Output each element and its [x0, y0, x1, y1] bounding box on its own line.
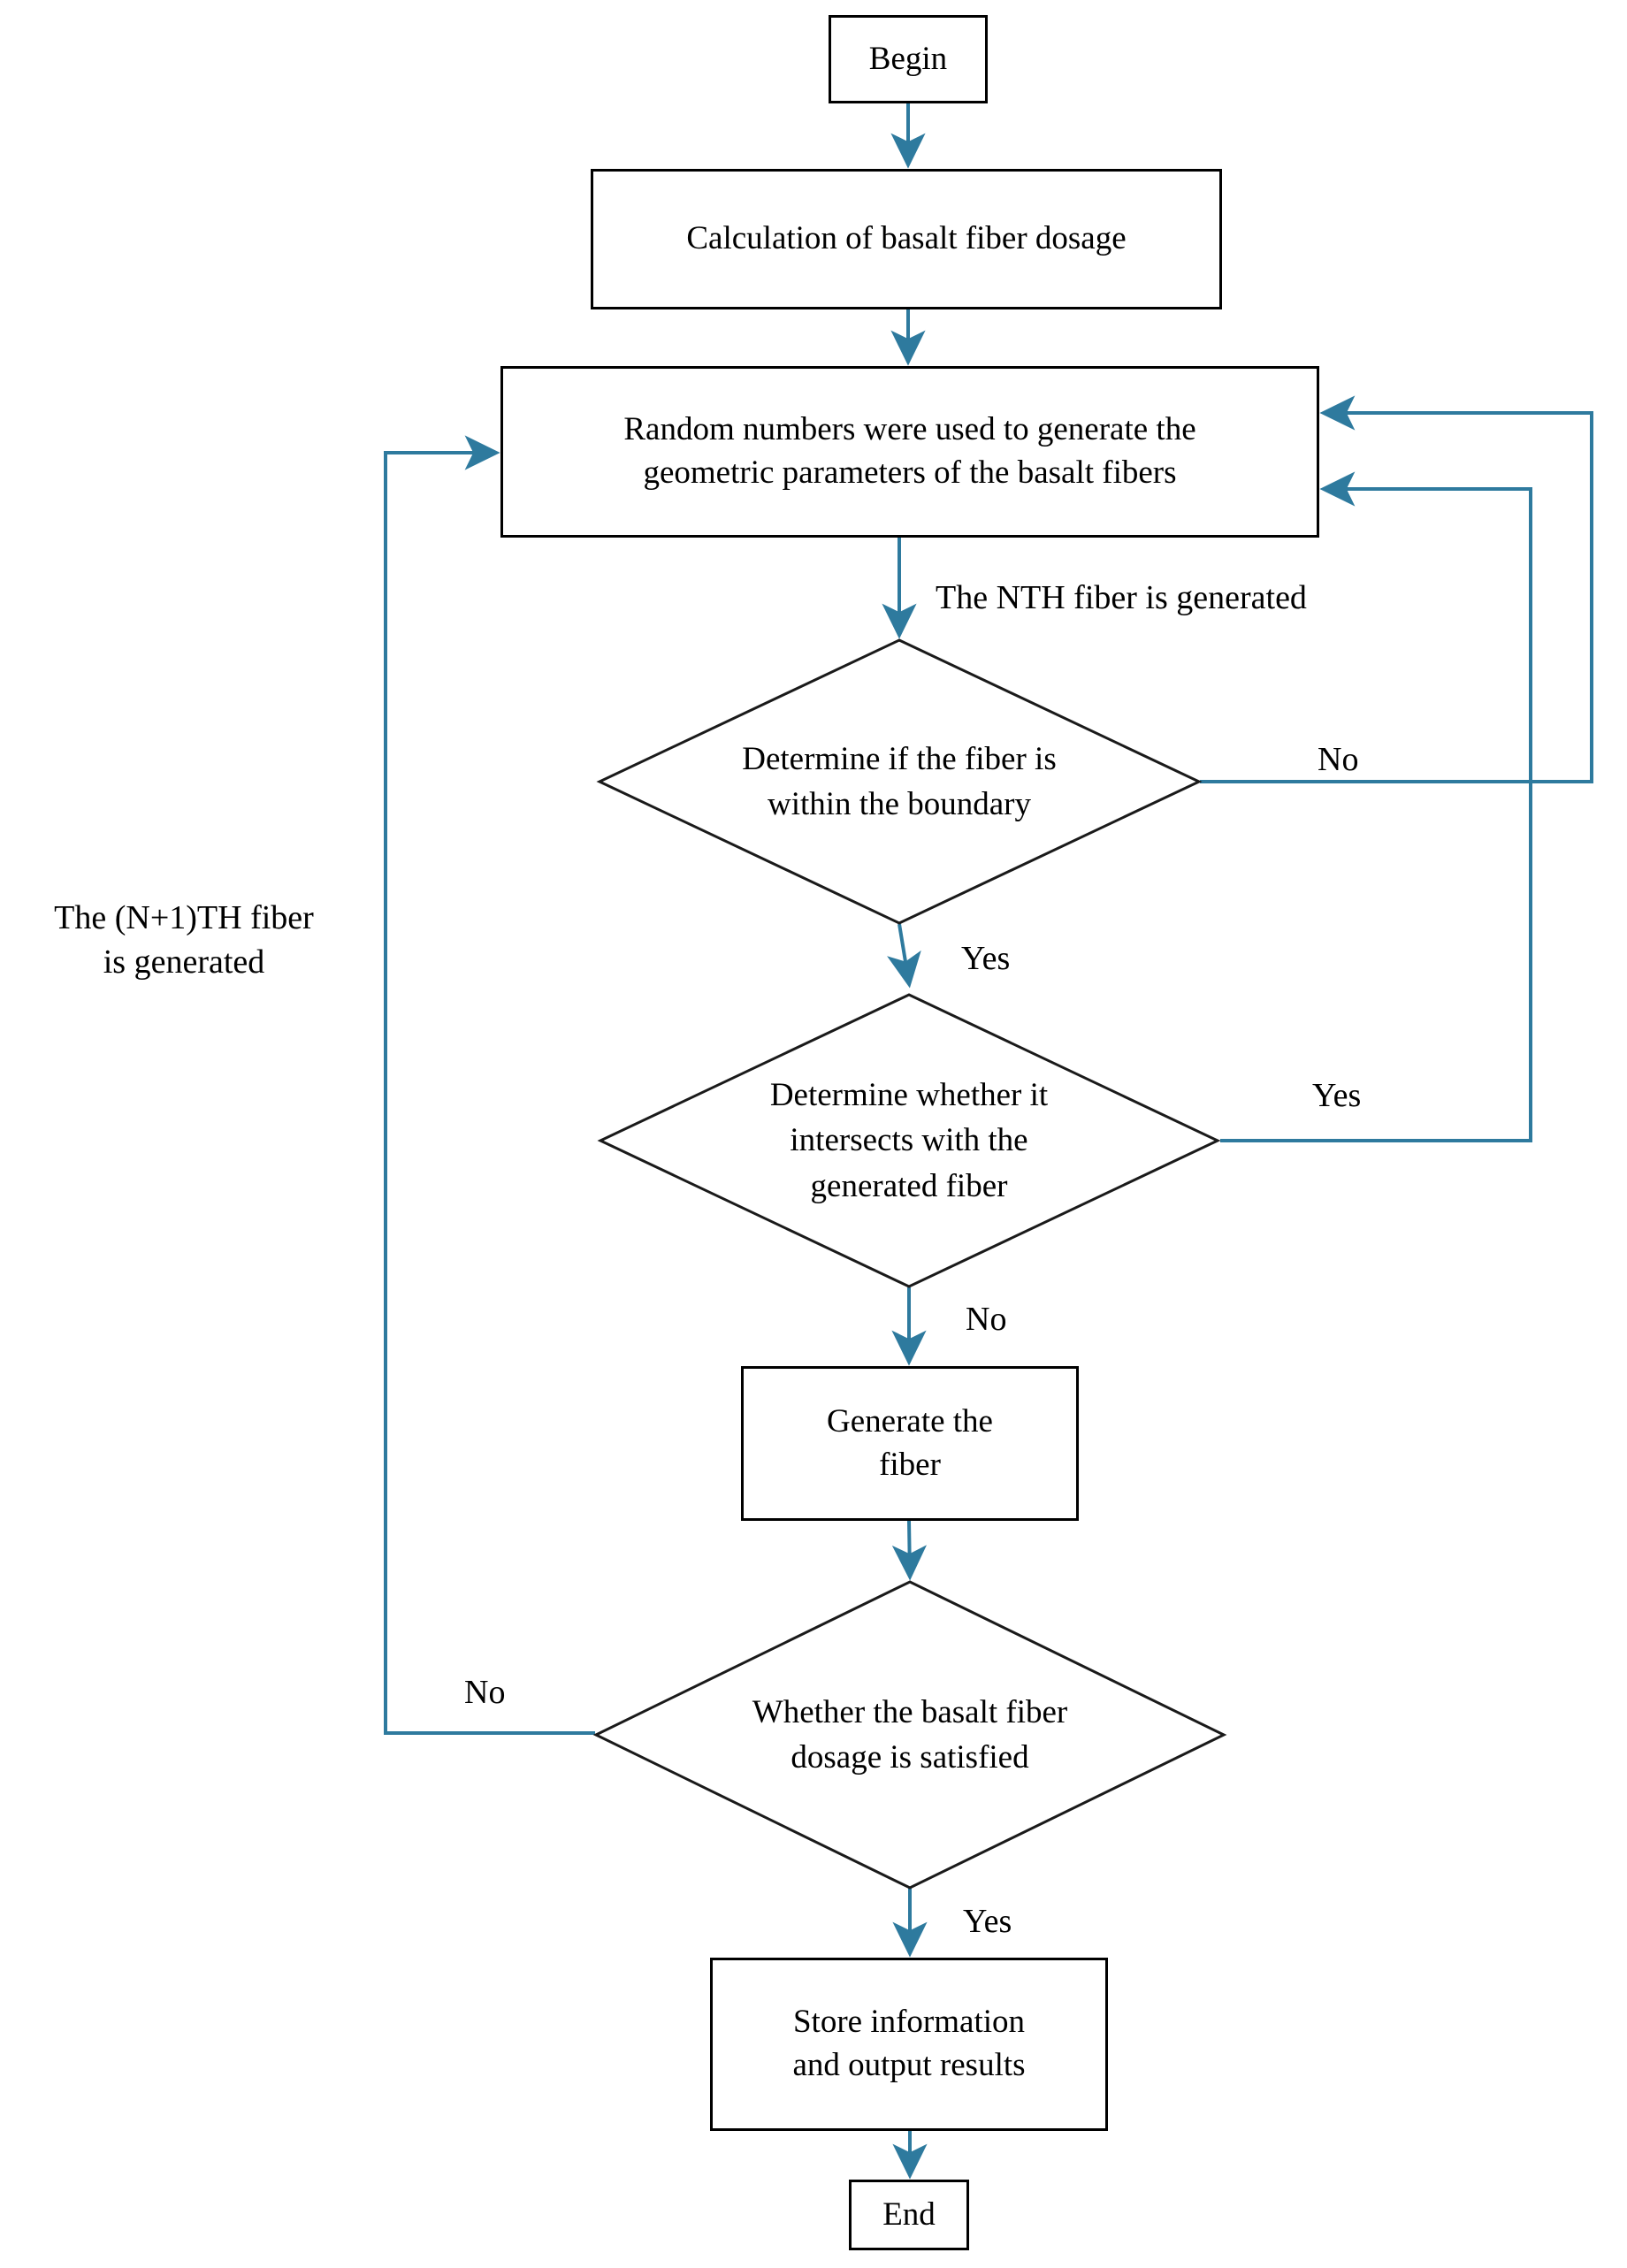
edge-boundary-yes-to-intersect: [887, 923, 921, 989]
node-end[interactable]: End: [849, 2180, 969, 2250]
edge-label-nth-fiber-generated: The NTH fiber is generated: [936, 579, 1307, 616]
node-calculation[interactable]: Calculation of basalt fiber dosage: [591, 169, 1222, 309]
edge-label-boundary-no: No: [1318, 741, 1359, 778]
node-random-numbers-label: Random numbers were used to generate the…: [623, 411, 1196, 491]
diamond-shape-intersect: [597, 993, 1221, 1288]
node-store-results[interactable]: Store information and output results: [710, 1958, 1108, 2131]
node-generate-fiber-label: Generate the fiber: [827, 1402, 993, 1483]
node-random-numbers[interactable]: Random numbers were used to generate the…: [500, 366, 1319, 538]
node-store-results-label: Store information and output results: [792, 2004, 1026, 2083]
node-begin-label: Begin: [868, 40, 948, 77]
edge-label-dosage-no: No: [464, 1674, 506, 1711]
edge-generate-to-dosage: [891, 1520, 928, 1581]
edge-dosage-no-loop: [384, 435, 595, 1735]
edge-label-dosage-yes: Yes: [963, 1903, 1012, 1940]
node-generate-fiber[interactable]: Generate the fiber: [741, 1366, 1079, 1521]
node-dosage-check[interactable]: Whether the basalt fiber dosage is satis…: [592, 1580, 1227, 1890]
node-boundary-check[interactable]: Determine if the fiber is within the bou…: [596, 638, 1203, 925]
diamond-shape-dosage: [592, 1580, 1227, 1890]
node-calculation-label: Calculation of basalt fiber dosage: [686, 220, 1127, 257]
edge-label-boundary-yes: Yes: [961, 940, 1011, 977]
node-begin[interactable]: Begin: [829, 15, 988, 103]
side-note-next-fiber: The (N+1)TH fiber is generated: [54, 899, 314, 981]
node-intersect-check[interactable]: Determine whether it intersects with the…: [597, 993, 1221, 1288]
diamond-shape-boundary: [596, 638, 1203, 925]
edge-label-intersect-no: No: [966, 1301, 1007, 1338]
edge-label-intersect-yes: Yes: [1312, 1077, 1362, 1114]
node-end-label: End: [882, 2195, 936, 2233]
